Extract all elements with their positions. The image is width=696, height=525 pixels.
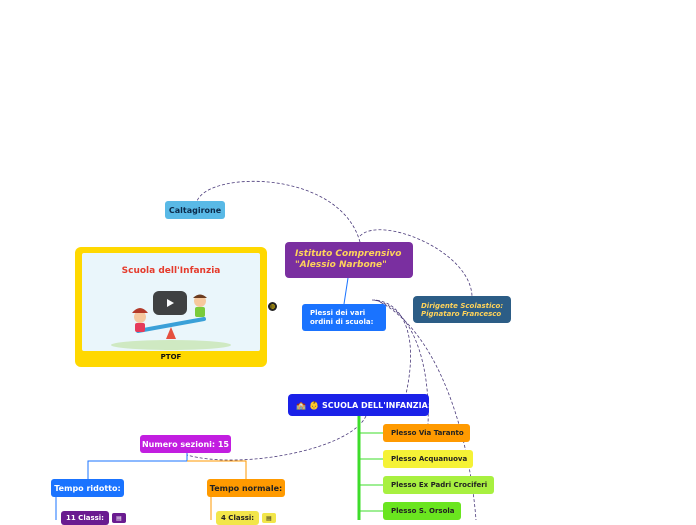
plesso-label: Plesso Via Taranto [391, 429, 464, 437]
link-istituto-plessi [343, 277, 349, 305]
node-11-classi[interactable]: 11 Classi: [61, 511, 109, 525]
video-caption: PTOF [160, 353, 182, 361]
plesso-label: Plesso S. Orsola [391, 507, 455, 515]
globe-icon[interactable]: ◍ [268, 302, 277, 311]
link-plessi-p1 [373, 299, 429, 425]
node-tempo-ridotto[interactable]: Tempo ridotto: [51, 479, 124, 497]
play-icon[interactable] [153, 291, 187, 315]
node-numero-sezioni[interactable]: Numero sezioni: 15 [140, 435, 231, 453]
seesaw-illustration [111, 294, 231, 350]
link-istituto-caltagirone [196, 180, 361, 243]
link-numsez-ridotto [87, 453, 188, 479]
dirigente-line2: Pignataro Francesco [421, 309, 502, 318]
node-normale-label: Tempo normale: [209, 483, 283, 493]
node-ridotto-label: Tempo ridotto: [54, 483, 121, 493]
video-thumbnail[interactable]: Scuola dell'Infanzia [82, 253, 260, 351]
house-icon: 🏫 [296, 400, 306, 410]
istituto-line2: "Alessio Narbone" [295, 260, 387, 270]
node-dirigente-scolastico[interactable]: Dirigente Scolastico: Pignataro Francesc… [413, 296, 511, 323]
note-icon[interactable]: ▤ [262, 513, 276, 523]
istituto-line1: Istituto Comprensivo [295, 249, 402, 259]
link-istituto-dirigente [359, 229, 473, 297]
node-infanzia-label: SCUOLA DELL'INFANZIA: [321, 400, 432, 410]
node-caltagirone-label: Caltagirone [168, 205, 222, 215]
link-plessi-p-lower [375, 299, 477, 520]
node-istituto-comprensivo[interactable]: Istituto Comprensivo "Alessio Narbone" [285, 242, 413, 278]
link-plessi-infanzia [371, 299, 411, 395]
node-plesso-ex-padri-crociferi[interactable]: Plesso Ex Padri Crociferi [383, 476, 494, 494]
node-plessi-ordini[interactable]: Plessi dei vari ordini di scuola: [302, 304, 386, 331]
child-icon: 👶 [308, 400, 319, 410]
plessi-line1: Plessi dei vari [310, 308, 366, 317]
video-card-ptof[interactable]: Scuola dell'Infanzia PTOF [75, 247, 267, 367]
node-caltagirone[interactable]: Caltagirone [165, 201, 225, 219]
node-scuola-infanzia[interactable]: 🏫 👶 SCUOLA DELL'INFANZIA: [288, 394, 432, 416]
note-icon[interactable]: ▤ [112, 513, 126, 523]
video-title: Scuola dell'Infanzia [121, 266, 221, 276]
node-4-classi[interactable]: 4 Classi: [216, 511, 259, 525]
node-tempo-normale[interactable]: Tempo normale: [207, 479, 285, 497]
plessi-line2: ordini di scuola: [310, 317, 374, 326]
node-plesso-s-orsola[interactable]: Plesso S. Orsola [383, 502, 461, 520]
node-plesso-via-taranto[interactable]: Plesso Via Taranto [383, 424, 470, 442]
plesso-label: Plesso Acquanuova [391, 455, 468, 463]
node-4cl-label: 4 Classi: [221, 514, 255, 522]
link-numsez-normale [187, 460, 247, 479]
node-numsez-label: Numero sezioni: 15 [141, 439, 229, 449]
plesso-label: Plesso Ex Padri Crociferi [391, 481, 488, 489]
node-11cl-label: 11 Classi: [66, 514, 104, 522]
link-infanzia-numsez [186, 415, 367, 461]
dirigente-line1: Dirigente Scolastico: [421, 301, 504, 310]
node-plesso-acquanuova[interactable]: Plesso Acquanuova [383, 450, 473, 468]
